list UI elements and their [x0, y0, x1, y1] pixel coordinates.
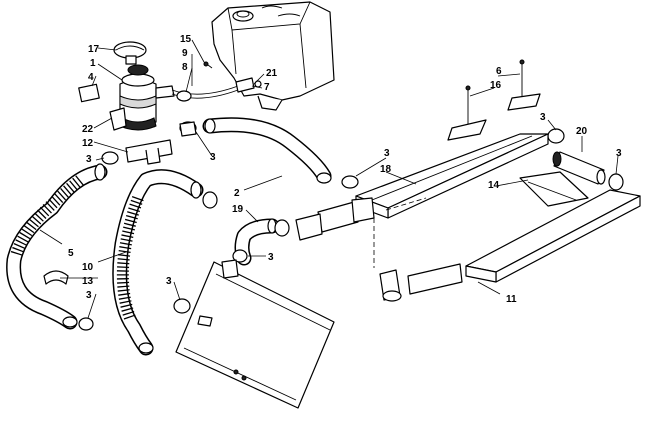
callout-3-rear: 3 — [540, 112, 546, 123]
heat-exchanger-14 — [519, 171, 589, 207]
callout-9: 9 — [182, 48, 188, 59]
hose-20 — [552, 151, 606, 185]
assembly-guide-lines — [373, 197, 427, 268]
callout-3-mid: 3 — [268, 252, 274, 263]
heat-exchanger-11 — [379, 189, 641, 302]
callout-5: 5 — [68, 248, 74, 259]
callout-8: 8 — [182, 62, 188, 73]
hose-5 — [6, 163, 108, 330]
callout-14: 14 — [488, 180, 500, 191]
callout-3-left: 3 — [86, 154, 92, 165]
callout-10: 10 — [82, 262, 94, 273]
callout-3-far: 3 — [616, 148, 622, 159]
callout-19: 19 — [232, 204, 244, 215]
t-fitting — [101, 121, 197, 165]
callout-16: 16 — [490, 80, 502, 91]
callout-22: 22 — [82, 124, 94, 135]
leader-lines — [39, 39, 619, 319]
bracket-6 — [507, 93, 541, 111]
hose-clamp-small — [176, 90, 192, 102]
front-heat-exchanger-panel — [175, 259, 335, 409]
callout-11: 11 — [506, 294, 517, 305]
bottle-clamp — [119, 117, 157, 131]
bracket-16 — [447, 119, 487, 141]
callout-3-tee: 3 — [210, 152, 216, 163]
coolant-bottle-assembly — [78, 41, 175, 131]
hose-10 — [112, 169, 204, 356]
callout-20: 20 — [576, 126, 588, 137]
callout-7: 7 — [264, 82, 270, 93]
heat-exchanger-18 — [355, 133, 549, 219]
callout-4: 4 — [88, 72, 94, 83]
hose-clip-13 — [43, 270, 69, 285]
callout-15: 15 — [180, 34, 192, 45]
callout-13: 13 — [82, 276, 94, 287]
callout-3-low: 3 — [86, 290, 92, 301]
callout-3-upper: 3 — [384, 148, 390, 159]
callout-21: 21 — [266, 68, 278, 79]
callout-3-panel: 3 — [166, 276, 172, 287]
callout-12: 12 — [82, 138, 94, 149]
callout-18: 18 — [380, 164, 392, 175]
callout-1: 1 — [90, 58, 96, 69]
filler-neck — [125, 55, 137, 65]
callout-labels: 17 1 4 22 12 15 9 8 21 7 3 3 2 3 18 14 6… — [68, 34, 622, 305]
overflow-hose-assembly — [171, 61, 262, 102]
screw — [203, 61, 209, 67]
hose-2 — [202, 117, 332, 184]
callout-17: 17 — [88, 44, 100, 55]
label-decal — [78, 83, 100, 103]
mounting-brackets — [447, 59, 541, 141]
mounting-bracket — [109, 107, 127, 131]
callout-2: 2 — [234, 188, 240, 199]
callout-6: 6 — [496, 66, 502, 77]
hose-clamp-3-left — [101, 151, 119, 165]
connector-tube — [295, 197, 375, 241]
coolant-reservoir-tank — [211, 1, 335, 111]
